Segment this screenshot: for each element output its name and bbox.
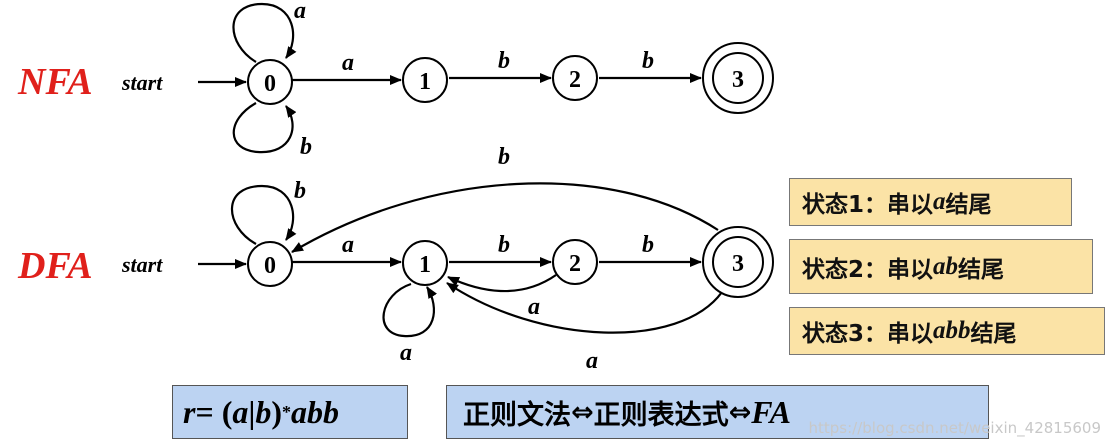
dfa-state-3-label: 3 <box>732 251 744 277</box>
nfa-state-2-label: 2 <box>569 67 581 93</box>
nfa-state-0 <box>247 59 293 105</box>
nfa-edge-1-2-label: b <box>498 48 510 74</box>
nfa-edge-2-3-label: b <box>642 48 654 74</box>
dfa-state-1 <box>402 240 448 286</box>
dfa-edge-3-0-label: b <box>498 144 510 170</box>
nfa-loop-bottom <box>232 102 297 154</box>
note-state-1-var: a <box>933 188 946 215</box>
dfa-loop-0 <box>230 184 297 245</box>
dfa-edge-2-1-label: a <box>528 294 540 320</box>
dfa-edge-2-1 <box>447 274 557 293</box>
note-state-2-suffix: 结尾 <box>958 256 1005 283</box>
regex-eq: = ( <box>195 393 233 430</box>
note-state-3-suffix: 结尾 <box>970 321 1017 347</box>
regex-box: r = (a|b)*abb <box>172 385 408 439</box>
nfa-label: NFA <box>17 61 93 103</box>
dfa-edge-0-1-label: a <box>342 232 354 258</box>
equivalence-part1: 正则文法 <box>463 399 571 431</box>
equivalence-arrow1: ⇔ <box>571 396 594 428</box>
regex-lhs: r <box>183 393 196 430</box>
equivalence-arrow2: ⇔ <box>728 396 752 428</box>
nfa-state-3 <box>712 52 764 104</box>
dfa-state-2 <box>552 239 598 285</box>
regex-a: a <box>232 393 249 430</box>
note-state-3-var: abb <box>933 317 971 344</box>
dfa-loop-1 <box>382 282 438 338</box>
note-state-2-var: ab <box>933 252 959 280</box>
note-state-2-prefix: 状态2：串以 <box>802 256 934 283</box>
note-state-1-suffix: 结尾 <box>945 192 992 218</box>
dfa-loop-1-label: a <box>400 340 412 366</box>
nfa-loop-top-label: a <box>294 0 306 24</box>
equivalence-box: 正则文法 ⇔ 正则表达式 ⇔ FA <box>446 385 989 439</box>
nfa-loop-bottom-label: b <box>300 134 312 160</box>
regex-star: * <box>282 401 292 422</box>
dfa-edge-2-3-label: b <box>642 232 654 258</box>
dfa-edge-3-0 <box>291 182 719 253</box>
dfa-edge-3-1 <box>446 282 723 334</box>
dfa-state-1-label: 1 <box>419 252 431 278</box>
dfa-state-0-label: 0 <box>264 253 276 279</box>
dfa-start-label: start <box>121 252 163 277</box>
regex-b: b <box>255 393 272 430</box>
nfa-state-0-label: 0 <box>264 71 276 97</box>
dfa-edge-3-1-label: a <box>586 348 598 374</box>
nfa-state-2 <box>552 55 598 101</box>
regex-close: ) <box>271 393 283 430</box>
note-state-3-prefix: 状态3：串以 <box>802 321 934 347</box>
equivalence-part2: 正则表达式 <box>593 399 729 431</box>
nfa-loop-top <box>232 2 297 63</box>
nfa-state-1 <box>402 57 448 103</box>
nfa-state-3-label: 3 <box>732 67 744 93</box>
dfa-state-3 <box>712 236 764 288</box>
note-state-1-prefix: 状态1：串以 <box>802 192 934 218</box>
regex-tail: abb <box>291 393 340 430</box>
watermark: https://blog.csdn.net/weixin_42815609 <box>808 419 1101 437</box>
nfa-start-label: start <box>121 70 163 95</box>
regex-bar: | <box>248 393 256 430</box>
dfa-state-2-label: 2 <box>569 251 581 277</box>
dfa-loop-0-label: b <box>294 178 306 204</box>
nfa-edge-0-1-label: a <box>342 50 354 76</box>
nfa-state-1-label: 1 <box>419 69 431 95</box>
equivalence-part3: FA <box>751 393 791 430</box>
dfa-state-0 <box>247 241 293 287</box>
dfa-edge-1-2-label: b <box>498 232 510 258</box>
dfa-label: DFA <box>17 245 93 287</box>
